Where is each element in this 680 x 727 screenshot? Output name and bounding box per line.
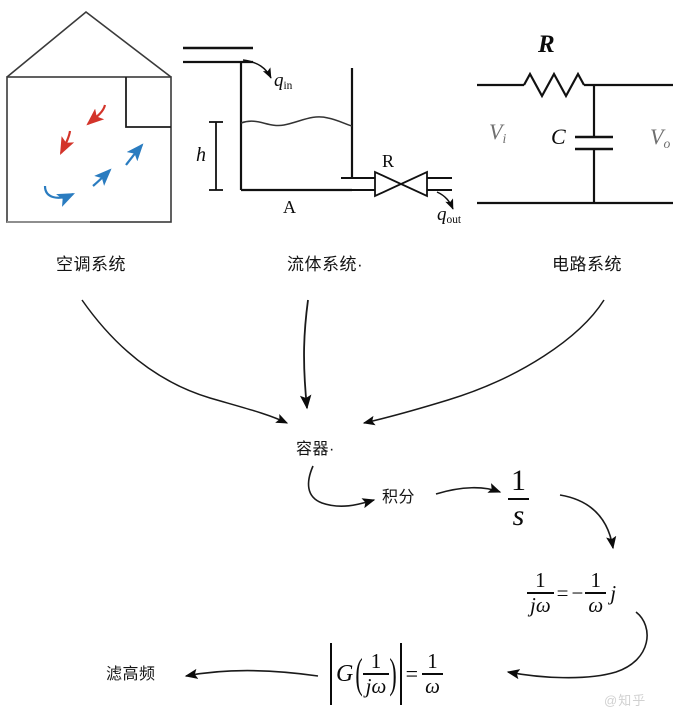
node-integral: 积分: [382, 489, 416, 506]
airflow-arrows-blue: [43, 143, 144, 207]
watermark: @知乎: [604, 693, 647, 708]
output-voltage-label: Vo: [650, 124, 671, 151]
abs-bar-right: [399, 643, 402, 705]
paren-open: (: [355, 649, 363, 697]
height-label: h: [196, 144, 206, 166]
paren-close: ): [389, 649, 397, 697]
formula-integrator: 1 s: [508, 465, 529, 531]
node-filter: 滤高频: [106, 666, 156, 683]
capacitor-label: C: [551, 124, 566, 149]
abs-bar-left: [330, 643, 332, 705]
valve-resistance-label: R: [382, 151, 395, 171]
system-label-circuit: 电路系统: [552, 255, 622, 274]
input-voltage-label: Vi: [489, 119, 507, 146]
formula-gain-g: G: [336, 660, 354, 687]
outflow-label: qout: [437, 204, 462, 227]
formula-gain-equals: =: [405, 661, 419, 686]
area-label: A: [283, 197, 296, 217]
flow-arrows: [184, 465, 648, 680]
converging-arrows: [81, 299, 605, 426]
system-label-fluid: 流体系统·: [287, 255, 364, 274]
tank-icon: [183, 46, 454, 210]
formula-jomega-rhs: 1 ω: [585, 569, 607, 617]
formula-jomega-j: j: [610, 580, 617, 605]
airflow-arrows-red: [60, 104, 107, 155]
resistor-label: R: [538, 31, 555, 58]
formula-jomega-equals: =: [556, 580, 569, 605]
formula-gain-inner: 1 jω: [362, 650, 390, 698]
system-label-hvac: 空调系统: [56, 255, 126, 274]
inflow-label: qin: [274, 70, 293, 93]
formula-jomega: 1 jω = − 1 ω j: [527, 569, 617, 617]
formula-jomega-lhs: 1 jω: [527, 569, 554, 617]
node-capacitive: 容器·: [296, 441, 335, 458]
formula-jomega-minus: −: [571, 580, 584, 605]
formula-gain: G ( 1 jω ) = 1 ω: [330, 643, 443, 705]
rc-circuit-icon: [477, 71, 673, 205]
house-icon: [6, 10, 172, 223]
formula-gain-rhs: 1 ω: [422, 650, 443, 698]
